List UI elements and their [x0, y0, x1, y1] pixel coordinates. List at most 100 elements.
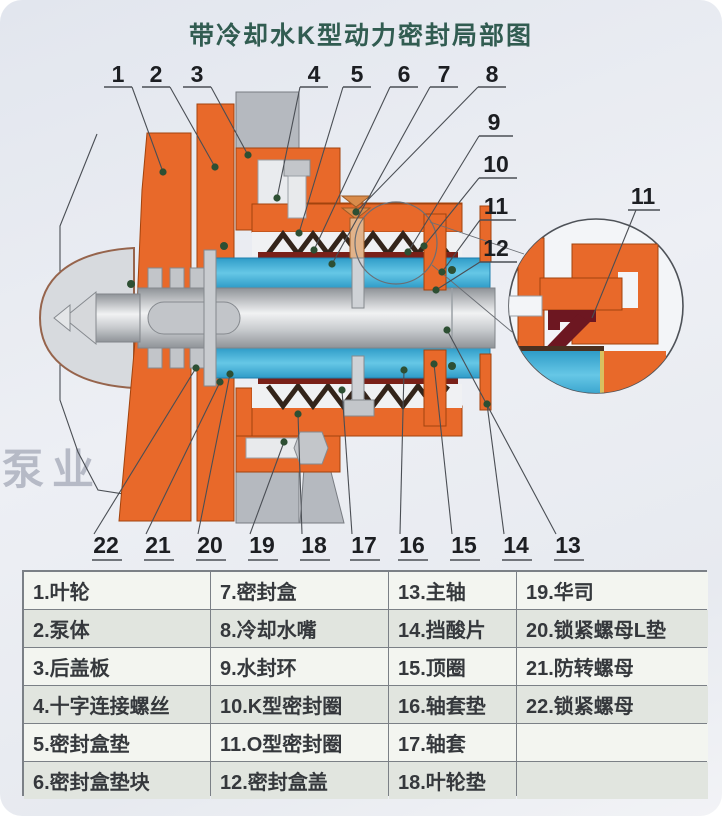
callout-number: 21: [145, 532, 171, 558]
parts-table-cell: 6.密封盒垫块: [24, 762, 210, 799]
bottom-bolt: [245, 431, 329, 465]
cross-screw-bolt: [283, 159, 311, 219]
parts-table-cell: 11.O型密封圈: [211, 724, 388, 761]
callout-16: 16: [398, 366, 428, 561]
callout-3: 3: [183, 61, 252, 159]
leader-dot: [294, 410, 302, 418]
left-bracket-line: [59, 133, 144, 498]
parts-table-cell: 3.后盖板: [24, 648, 210, 685]
callout-number: 18: [301, 532, 327, 558]
leader-dot: [226, 370, 234, 378]
main-shaft-shape: [53, 287, 496, 349]
callout-number: 1: [112, 61, 125, 87]
leader-dot: [192, 364, 200, 372]
leader-dot: [430, 360, 438, 368]
callout-13: 13: [443, 326, 584, 561]
leader-dot: [273, 194, 281, 202]
callout-number: 22: [93, 532, 119, 558]
leader-dot: [420, 242, 428, 250]
parts-table-cell: 18.叶轮垫: [389, 762, 516, 799]
callout-number: 5: [351, 61, 364, 87]
callout-number: 19: [249, 532, 275, 558]
parts-table-cell: 12.密封盒盖: [211, 762, 388, 799]
leader-dot: [328, 260, 336, 268]
callout-10: 10: [420, 151, 517, 250]
parts-table-cell: 10.K型密封圈: [211, 686, 388, 723]
callout-22: 22: [92, 364, 200, 561]
leader-dot: [310, 246, 318, 254]
leader-dot: [432, 286, 440, 294]
callout-11: 11: [438, 193, 516, 276]
parts-table-cell: 21.防转螺母: [517, 648, 708, 685]
callout-15: 15: [430, 360, 480, 561]
leader-dot: [443, 326, 451, 334]
callout-1: 1: [104, 61, 167, 176]
cooling-nozzle-shape: [340, 195, 375, 417]
leader-dot: [211, 163, 219, 171]
callout-7: 7: [328, 61, 458, 268]
parts-table-cell: [517, 762, 708, 799]
parts-table-cell: 2.泵体: [24, 610, 210, 647]
leader-dot: [400, 366, 408, 374]
parts-table-cell: 20.锁紧螺母L垫: [517, 610, 708, 647]
parts-table-cell: 9.水封环: [211, 648, 388, 685]
callout-8: 8: [352, 61, 506, 216]
callout-17: 17: [338, 386, 380, 561]
callout-19: 19: [248, 438, 288, 561]
leader-dot: [404, 248, 412, 256]
callout-number: 17: [351, 532, 377, 558]
parts-table-cell: 15.顶圈: [389, 648, 516, 685]
parts-table-cell: 7.密封盒: [211, 572, 388, 609]
leader-dot: [438, 268, 446, 276]
callout-18: 18: [294, 410, 330, 561]
parts-table-cell: 8.冷却水嘴: [211, 610, 388, 647]
callout-number: 6: [398, 61, 411, 87]
callout-number: 11: [484, 193, 509, 219]
callout-number: 16: [399, 532, 425, 558]
callout-9: 9: [404, 109, 513, 256]
callout-6: 6: [310, 61, 418, 254]
callout-number: 10: [483, 151, 509, 177]
callout-number: 12: [483, 235, 509, 261]
parts-table-cell: [517, 724, 708, 761]
callout-14: 14: [483, 400, 532, 561]
callout-21: 21: [144, 378, 224, 561]
callout-number: 14: [503, 532, 529, 558]
callout-12: 12: [432, 235, 517, 294]
callout-number: 2: [150, 61, 163, 87]
zoom-source-circle: [354, 201, 525, 333]
parts-table-cell: 13.主轴: [389, 572, 516, 609]
callout-number: 7: [438, 61, 451, 87]
page-title: 带冷却水K型动力密封局部图: [188, 22, 534, 50]
callout-number: 9: [488, 109, 501, 135]
callout-11: 11: [591, 183, 660, 319]
leader-dot: [280, 438, 288, 446]
leader-dot: [159, 168, 167, 176]
callout-4: 4: [273, 61, 328, 202]
callout-number: 11: [631, 183, 656, 209]
callout-2: 2: [142, 61, 219, 171]
callout-number: 8: [486, 61, 499, 87]
leader-dot: [244, 151, 252, 159]
callout-number: 15: [451, 532, 477, 558]
leader-dot: [338, 386, 346, 394]
callout-5: 5: [295, 61, 371, 237]
callout-number: 20: [197, 532, 223, 558]
callout-number: 3: [191, 61, 204, 87]
leader-dot: [352, 208, 360, 216]
parts-table-cell: 14.挡酸片: [389, 610, 516, 647]
lock-nut-stack: [127, 242, 228, 387]
parts-table-cell: 17.轴套: [389, 724, 516, 761]
parts-table-cell: 4.十字连接螺丝: [24, 686, 210, 723]
callout-number: 4: [308, 61, 321, 87]
parts-table-cell: 1.叶轮: [24, 572, 210, 609]
callout-number: 13: [555, 532, 581, 558]
leader-dot: [216, 378, 224, 386]
leader-dot: [483, 400, 491, 408]
leader-dot: [295, 229, 303, 237]
parts-table-cell: 22.锁紧螺母: [517, 686, 708, 723]
parts-table-cell: 19.华司: [517, 572, 708, 609]
